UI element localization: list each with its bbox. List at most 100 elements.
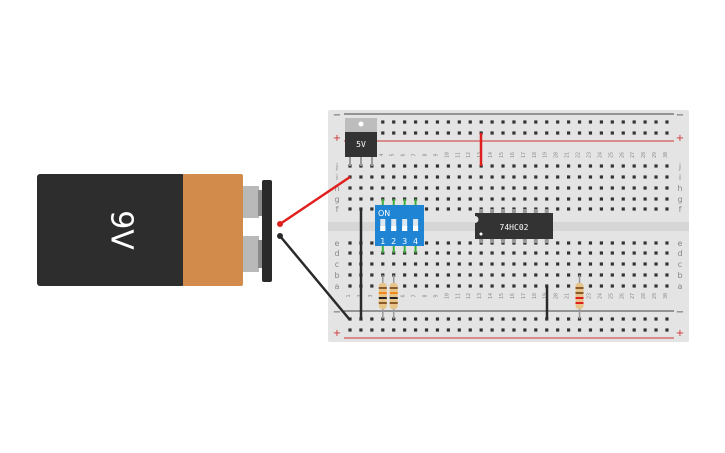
- breadboard-hole[interactable]: [424, 273, 429, 277]
- breadboard-hole[interactable]: [556, 197, 560, 201]
- breadboard-hole[interactable]: [446, 273, 450, 277]
- breadboard-hole[interactable]: [512, 317, 516, 321]
- breadboard-hole[interactable]: [621, 284, 625, 288]
- battery-9v[interactable]: 9V: [37, 174, 272, 286]
- breadboard-hole[interactable]: [403, 273, 407, 277]
- breadboard-hole[interactable]: [392, 120, 396, 124]
- breadboard-hole[interactable]: [413, 262, 418, 266]
- breadboard-hole[interactable]: [577, 262, 582, 266]
- breadboard-hole[interactable]: [643, 164, 647, 168]
- breadboard-hole[interactable]: [370, 197, 374, 201]
- breadboard-hole[interactable]: [588, 131, 593, 135]
- breadboard-hole[interactable]: [534, 197, 538, 201]
- breadboard-hole[interactable]: [392, 131, 396, 135]
- wire-red-battery[interactable]: [279, 175, 351, 226]
- breadboard-hole[interactable]: [512, 251, 516, 255]
- breadboard-hole[interactable]: [370, 251, 374, 255]
- breadboard-hole[interactable]: [392, 328, 396, 332]
- breadboard-hole[interactable]: [556, 186, 560, 190]
- breadboard-hole[interactable]: [468, 164, 472, 168]
- breadboard-hole[interactable]: [654, 175, 658, 179]
- breadboard-hole[interactable]: [621, 207, 625, 211]
- breadboard-hole[interactable]: [348, 284, 352, 288]
- breadboard-hole[interactable]: [632, 284, 636, 288]
- breadboard-hole[interactable]: [413, 120, 418, 124]
- breadboard-hole[interactable]: [457, 284, 461, 288]
- breadboard-hole[interactable]: [424, 197, 429, 201]
- breadboard-hole[interactable]: [556, 120, 560, 124]
- breadboard-hole[interactable]: [457, 120, 461, 124]
- breadboard-hole[interactable]: [556, 251, 560, 255]
- breadboard-hole[interactable]: [512, 164, 516, 168]
- breadboard-hole[interactable]: [632, 251, 636, 255]
- breadboard-hole[interactable]: [665, 164, 669, 168]
- breadboard-hole[interactable]: [599, 273, 603, 277]
- breadboard-hole[interactable]: [643, 241, 647, 245]
- breadboard-hole[interactable]: [403, 317, 407, 321]
- breadboard-hole[interactable]: [577, 241, 582, 245]
- breadboard-hole[interactable]: [665, 120, 669, 124]
- breadboard-hole[interactable]: [632, 328, 636, 332]
- breadboard-hole[interactable]: [577, 251, 582, 255]
- breadboard-hole[interactable]: [523, 317, 527, 321]
- breadboard-hole[interactable]: [534, 164, 538, 168]
- breadboard-hole[interactable]: [665, 131, 669, 135]
- breadboard-hole[interactable]: [457, 241, 461, 245]
- breadboard-hole[interactable]: [392, 175, 396, 179]
- breadboard-hole[interactable]: [435, 175, 440, 179]
- resistor[interactable]: [378, 275, 387, 319]
- breadboard-hole[interactable]: [545, 131, 549, 135]
- breadboard-hole[interactable]: [567, 175, 571, 179]
- breadboard-hole[interactable]: [643, 197, 647, 201]
- breadboard-hole[interactable]: [643, 120, 647, 124]
- breadboard-hole[interactable]: [479, 262, 483, 266]
- breadboard-hole[interactable]: [348, 197, 352, 201]
- breadboard-hole[interactable]: [632, 120, 636, 124]
- breadboard-hole[interactable]: [545, 273, 549, 277]
- breadboard-hole[interactable]: [654, 207, 658, 211]
- breadboard-hole[interactable]: [446, 251, 450, 255]
- breadboard-hole[interactable]: [490, 317, 494, 321]
- breadboard-hole[interactable]: [610, 175, 614, 179]
- breadboard-hole[interactable]: [490, 164, 494, 168]
- breadboard-hole[interactable]: [446, 197, 450, 201]
- breadboard-hole[interactable]: [501, 328, 505, 332]
- breadboard-hole[interactable]: [621, 164, 625, 168]
- breadboard-hole[interactable]: [588, 207, 593, 211]
- breadboard-hole[interactable]: [435, 186, 440, 190]
- breadboard-hole[interactable]: [348, 262, 352, 266]
- breadboard-hole[interactable]: [654, 131, 658, 135]
- ic-74hc02[interactable]: 74HC02: [475, 209, 553, 243]
- breadboard-hole[interactable]: [621, 317, 625, 321]
- breadboard-hole[interactable]: [643, 131, 647, 135]
- breadboard-hole[interactable]: [534, 262, 538, 266]
- breadboard-hole[interactable]: [435, 207, 440, 211]
- breadboard-hole[interactable]: [468, 241, 472, 245]
- breadboard-hole[interactable]: [588, 241, 593, 245]
- breadboard-hole[interactable]: [665, 241, 669, 245]
- breadboard-hole[interactable]: [468, 284, 472, 288]
- breadboard-hole[interactable]: [370, 262, 374, 266]
- breadboard-hole[interactable]: [545, 328, 549, 332]
- breadboard-hole[interactable]: [643, 262, 647, 266]
- breadboard-hole[interactable]: [457, 164, 461, 168]
- breadboard-hole[interactable]: [501, 186, 505, 190]
- breadboard-hole[interactable]: [577, 197, 582, 201]
- breadboard-hole[interactable]: [348, 241, 352, 245]
- breadboard-hole[interactable]: [348, 273, 352, 277]
- breadboard-hole[interactable]: [523, 273, 527, 277]
- breadboard-hole[interactable]: [435, 197, 440, 201]
- breadboard-hole[interactable]: [556, 175, 560, 179]
- breadboard-hole[interactable]: [435, 262, 440, 266]
- breadboard-hole[interactable]: [370, 284, 374, 288]
- breadboard-hole[interactable]: [490, 175, 494, 179]
- breadboard-hole[interactable]: [588, 284, 593, 288]
- breadboard-hole[interactable]: [392, 262, 396, 266]
- breadboard-hole[interactable]: [424, 186, 429, 190]
- breadboard-hole[interactable]: [468, 273, 472, 277]
- breadboard-hole[interactable]: [381, 120, 385, 124]
- breadboard-hole[interactable]: [654, 120, 658, 124]
- breadboard-hole[interactable]: [556, 241, 560, 245]
- breadboard-hole[interactable]: [501, 273, 505, 277]
